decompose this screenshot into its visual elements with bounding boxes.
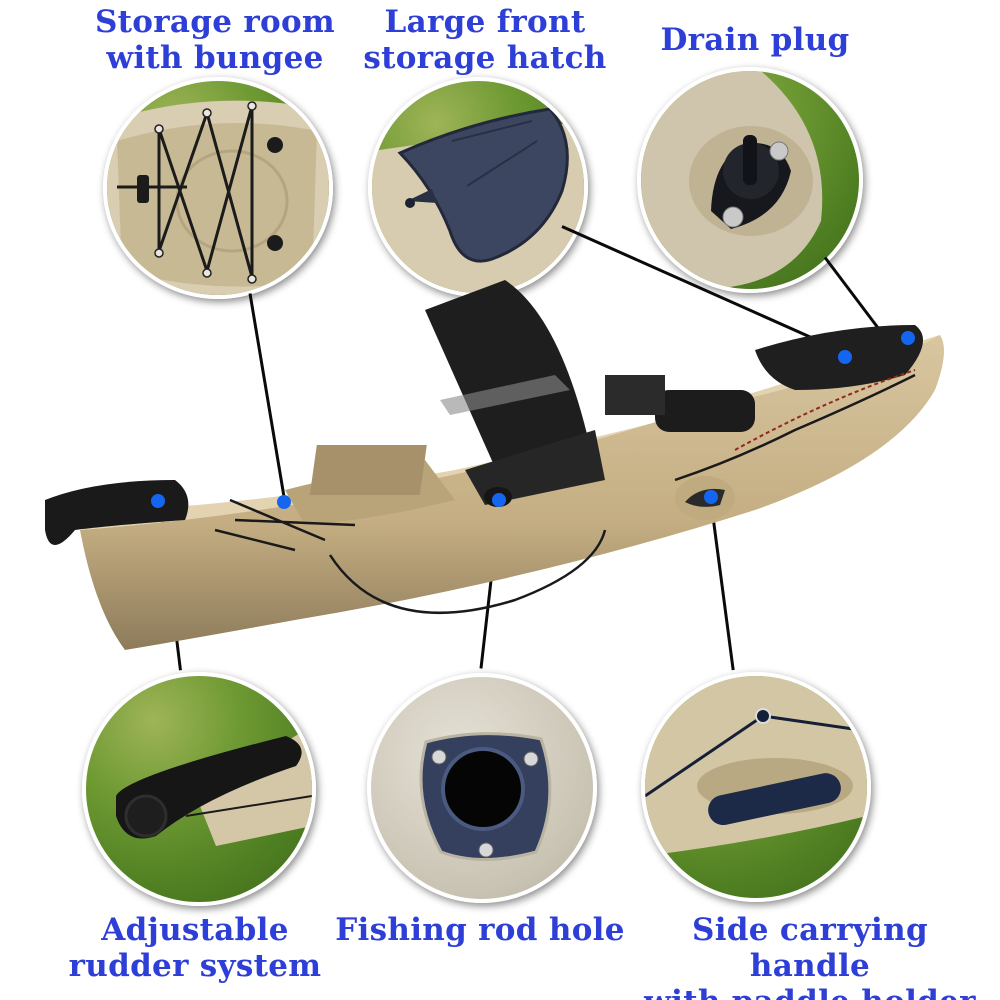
front-hatch-closeup	[368, 77, 588, 297]
label-line: with bungee	[106, 40, 324, 76]
drain-plug-icon	[641, 71, 823, 289]
storage-bungee-icon	[107, 100, 329, 295]
rudder-icon	[116, 726, 312, 846]
label-rudder-system: Adjustable rudder system	[60, 912, 330, 984]
side-handle-closeup	[641, 672, 871, 902]
label-fishing-rod-hole: Fishing rod hole	[335, 912, 625, 948]
label-line: Drain plug	[660, 22, 850, 58]
label-line: rudder system	[68, 948, 322, 984]
marker-dot-drain	[901, 331, 915, 345]
drain-plug-closeup	[637, 67, 863, 293]
kayak-main-image	[35, 280, 965, 670]
storage-room-closeup	[103, 77, 333, 299]
label-line: Large front	[384, 4, 586, 40]
marker-dot-rodhole	[492, 493, 506, 507]
label-line: Side carrying handle	[692, 912, 928, 984]
marker-dot-hatch	[838, 350, 852, 364]
label-line: Adjustable	[101, 912, 289, 948]
label-storage-room: Storage room with bungee	[85, 4, 345, 76]
hatch-cover-icon	[372, 107, 584, 293]
marker-dot-rudder	[151, 494, 165, 508]
fishing-rod-hole-closeup	[367, 673, 597, 903]
marker-dot-handle	[704, 490, 718, 504]
marker-dot-storage	[277, 495, 291, 509]
rod-holder-icon	[419, 732, 552, 861]
label-drain-plug: Drain plug	[640, 22, 870, 58]
label-side-handle: Side carrying handle with paddle holder	[630, 912, 990, 1000]
label-front-hatch: Large front storage hatch	[355, 4, 615, 76]
carrying-handle-icon	[645, 676, 867, 856]
label-line: Storage room	[94, 4, 336, 40]
kayak-icon	[45, 280, 944, 650]
rudder-closeup	[82, 672, 316, 906]
label-line: storage hatch	[363, 40, 607, 76]
label-line: with paddle holder	[630, 984, 990, 1000]
label-line: Fishing rod hole	[335, 912, 625, 948]
